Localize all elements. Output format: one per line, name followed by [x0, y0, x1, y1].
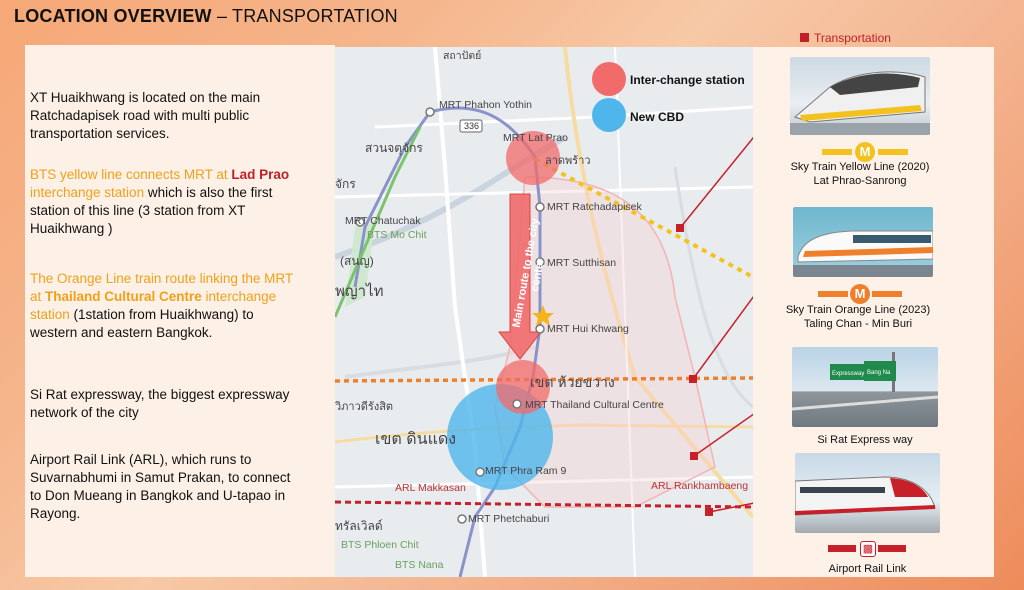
- map-label-rankhamhaeng: ARL Rankhambaeng: [651, 480, 749, 492]
- map-label-phahon: MRT Phahon Yothin: [439, 99, 533, 111]
- photo-yellow-line[interactable]: [790, 57, 930, 135]
- map-label-th8: วิภาวดีรังสิต: [335, 401, 394, 413]
- map-label-th5: พญาไท: [335, 283, 384, 300]
- title-rest: – TRANSPORTATION: [211, 6, 398, 26]
- caption-yellow-line: Sky Train Yellow Line (2020) Lat Phrao-S…: [790, 161, 930, 187]
- para-location: XT Huaikhwang is located on the main Rat…: [30, 90, 261, 141]
- map-label-makkasan: ARL Makkasan: [395, 482, 466, 494]
- caption-expressway: Si Rat Express way: [817, 434, 913, 446]
- map-label-latprao: MRT Lat Prao: [503, 132, 568, 144]
- bullet-square-icon: [800, 33, 809, 42]
- map-label-th10: ทรัลเวิลด์: [335, 519, 383, 533]
- monorail-yellow-icon: [790, 71, 930, 135]
- map-label-th3: จักร: [335, 177, 356, 191]
- map-marker-yellow[interactable]: [676, 224, 684, 232]
- description-panel: [25, 45, 335, 577]
- map-label-route336: 336: [464, 121, 480, 131]
- orange-bar-right: [872, 291, 902, 297]
- map-label-cultural: MRT Thailand Cultural Centre: [525, 399, 664, 411]
- map-marker-arl[interactable]: [705, 508, 713, 516]
- map-marker-expressway[interactable]: [690, 452, 698, 460]
- map-label-phloen: BTS Phloen Chit: [341, 539, 419, 551]
- orange-bar-left: [818, 291, 848, 297]
- para-bts-yellow: BTS yellow line connects MRT at Lad Prao…: [30, 167, 290, 236]
- map-label-phetchaburi: MRT Phetchaburi: [468, 513, 550, 525]
- expressway-sign-text-2: Bang Na: [867, 370, 891, 376]
- arl-train-icon: ▩: [860, 541, 876, 557]
- train-orange-icon: [793, 230, 933, 277]
- para-expressway: Si Rat expressway, the biggest expresswa…: [30, 387, 290, 420]
- map-label-sutthisan: MRT Sutthisan: [547, 257, 617, 269]
- map-label-chatuchak: MRT Chatuchak: [345, 215, 421, 227]
- map-label-huikhwang: MRT Hui Khwang: [547, 323, 629, 335]
- caption-orange-line: Sky Train Orange Line (2023) Taling Chan…: [785, 304, 931, 330]
- para-orange-line: The Orange Line train route linking the …: [30, 271, 293, 340]
- map-label-th7: เขต ดินแดง: [375, 431, 457, 448]
- transport-map[interactable]: Inter-change station New CBD สถาปัตย์ MR…: [335, 47, 753, 577]
- map-label-th2: ลาดพร้าว: [545, 155, 591, 167]
- expressway-sign-icon: Expressway Bang Na: [792, 352, 938, 411]
- map-label-th6: เขต ห้วยขวาง: [530, 374, 615, 390]
- map-label-mochit: BTS Mo Chit: [367, 229, 427, 241]
- arl-bar-right: [878, 545, 906, 552]
- photo-orange-line[interactable]: [793, 207, 933, 277]
- legend-cbd: New CBD: [630, 110, 685, 124]
- legend-interchange: Inter-change station: [630, 73, 745, 87]
- map-label-th1: สวนจตุจักร: [365, 141, 423, 155]
- map-marker-orange[interactable]: [689, 375, 697, 383]
- photo-airport-rail[interactable]: [795, 453, 940, 533]
- caption-airport-rail: Airport Rail Link: [828, 563, 907, 575]
- photo-expressway[interactable]: Expressway Bang Na: [792, 347, 938, 427]
- map-graphics: [335, 47, 753, 577]
- orange-line-m-icon: M: [850, 284, 870, 304]
- map-label-phraram9: MRT Phra Ram 9: [485, 465, 567, 477]
- page-title: LOCATION OVERVIEW – TRANSPORTATION: [14, 6, 398, 27]
- title-bold: LOCATION OVERVIEW: [14, 6, 212, 26]
- yellow-line-m-icon: M: [855, 142, 875, 162]
- para-airport-rail: Airport Rail Link (ARL), which runs to S…: [30, 452, 291, 521]
- transportation-title: Transportation: [800, 31, 891, 45]
- map-label-top: สถาปัตย์: [443, 50, 482, 62]
- yellow-bar-left: [822, 149, 852, 155]
- map-label-nana: BTS Nana: [395, 559, 444, 571]
- arl-bar-left: [828, 545, 856, 552]
- map-label-ratchadapisek: MRT Ratchadapisek: [547, 201, 642, 213]
- expressway-sign-text-1: Expressway: [832, 371, 864, 377]
- yellow-bar-right: [878, 149, 908, 155]
- train-arl-icon: [795, 476, 936, 516]
- map-label-th4: (สนญ): [340, 254, 374, 268]
